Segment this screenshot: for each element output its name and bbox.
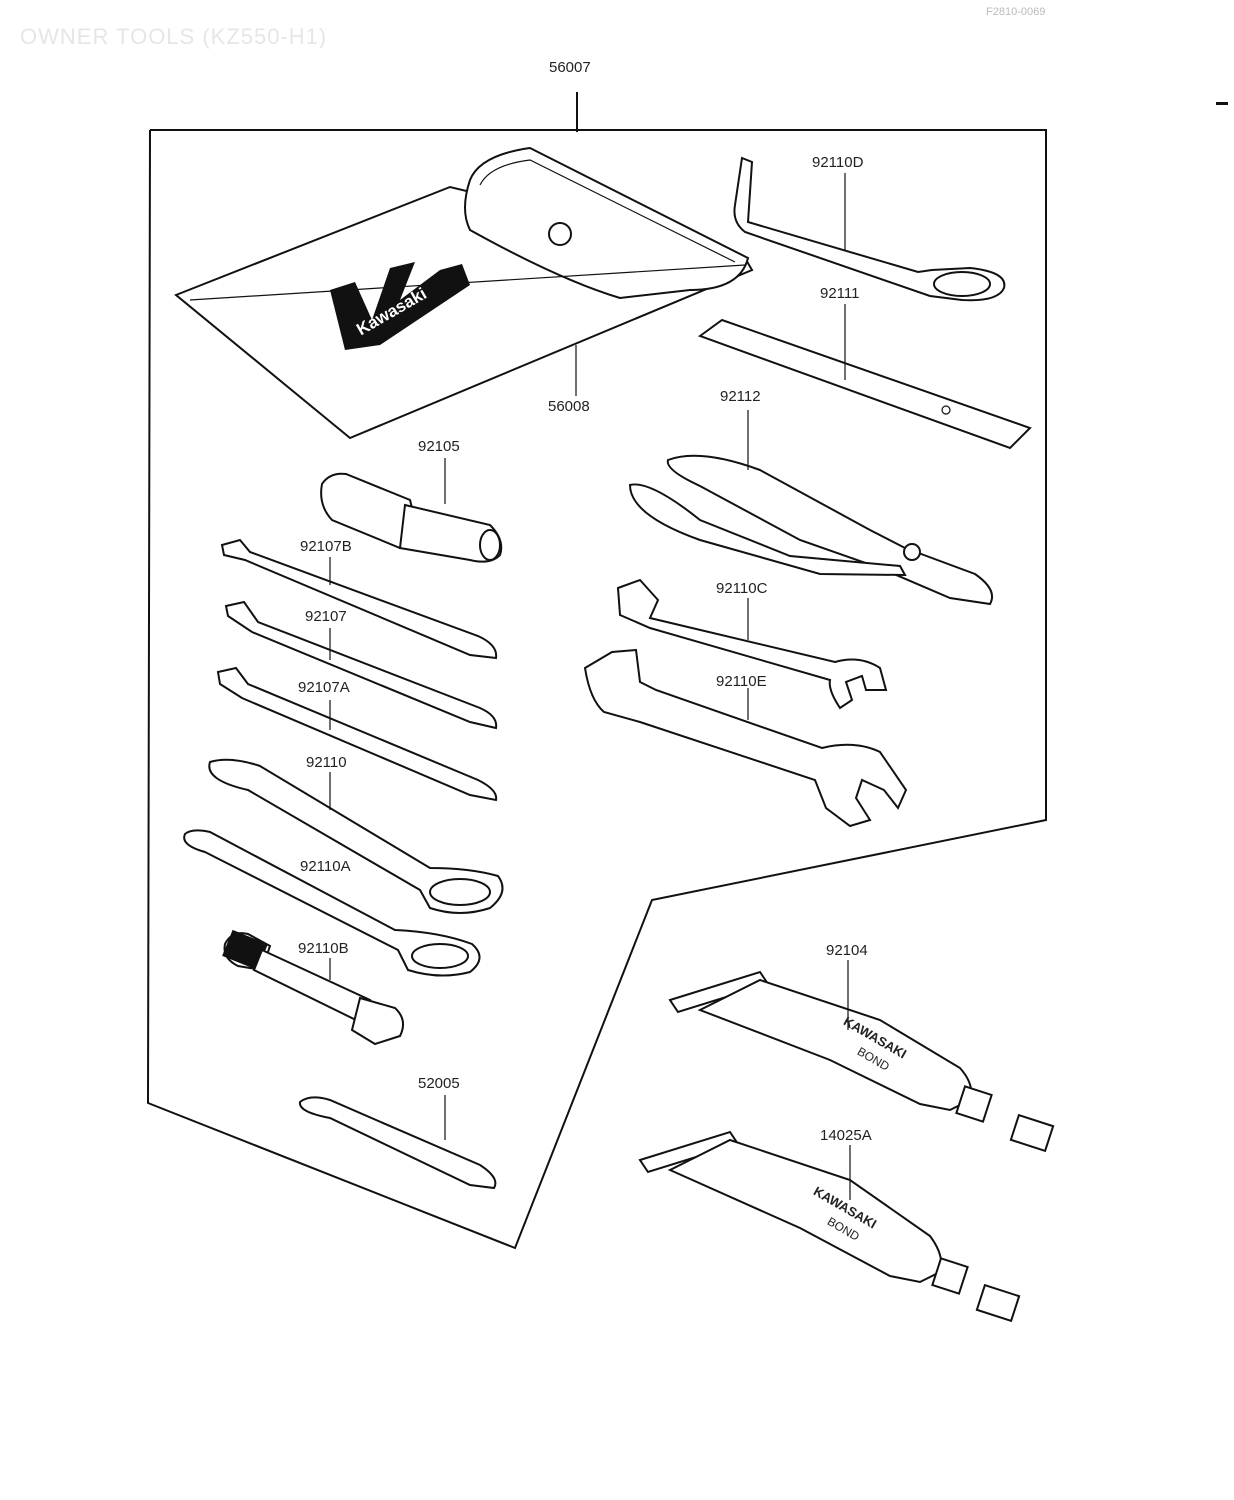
tool-bag — [174, 146, 754, 440]
plug-wrench-92105 — [320, 458, 503, 563]
part-label-52005: 52005 — [418, 1075, 460, 1092]
wrench-92110E — [583, 648, 908, 828]
part-label-92111: 92111 — [820, 285, 860, 302]
screwdriver-92107A — [216, 666, 498, 802]
part-label-92107: 92107 — [305, 608, 347, 625]
part-label-92110D: 92110D — [812, 154, 864, 171]
part-label-92107B: 92107B — [300, 538, 352, 555]
kawasaki-logo — [330, 262, 470, 350]
bond-tube-14025A — [638, 1130, 1021, 1323]
part-label-92110C: 92110C — [716, 580, 768, 597]
kit-boundary — [146, 129, 1047, 1250]
part-label-92110: 92110 — [306, 754, 347, 771]
part-label-92105: 92105 — [418, 438, 460, 455]
part-label-14025A: 14025A — [820, 1127, 872, 1144]
page-title: OWNER TOOLS (KZ550-H1) — [20, 24, 328, 49]
part-label-92110B: 92110B — [298, 940, 349, 957]
box-wrench-92110A — [183, 829, 481, 977]
hook-spanner-92110D — [733, 156, 1006, 302]
bond-tube-92104 — [668, 960, 1055, 1153]
screwdriver-92107 — [224, 600, 498, 730]
socket-wrench-92110B — [222, 929, 405, 1046]
screwdriver-92107B — [220, 538, 498, 660]
part-label-92107A: 92107A — [298, 679, 350, 696]
edge-mark — [1216, 102, 1228, 105]
pin-wrench-52005 — [298, 1095, 497, 1190]
part-label-92104: 92104 — [826, 942, 868, 959]
part-label-56007: 56007 — [549, 59, 591, 76]
box-wrench-92110 — [208, 758, 504, 914]
flat-bar-92111 — [697, 304, 1032, 450]
reference-code: F2810-0069 — [986, 6, 1046, 18]
part-label-92112: 92112 — [720, 388, 761, 405]
wrench-92110C — [616, 578, 888, 710]
part-label-92110E: 92110E — [716, 673, 767, 690]
part-label-56008: 56008 — [548, 398, 590, 415]
part-label-92110A: 92110A — [300, 858, 351, 875]
pliers-92112 — [628, 410, 994, 606]
